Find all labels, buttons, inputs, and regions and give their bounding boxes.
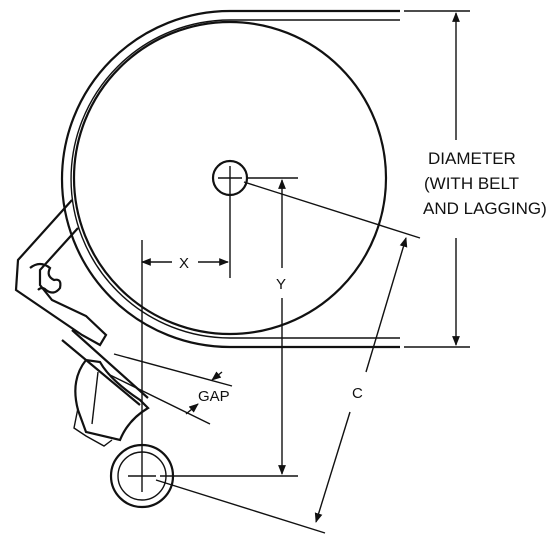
- bracket-hook: [29, 262, 62, 294]
- bracket-outline: [14, 199, 108, 347]
- gap-arrow-1: [211, 371, 223, 381]
- c-ext-bottom: [155, 479, 326, 534]
- cleaner-bracket: [14, 199, 150, 447]
- x-dimension: X: [141, 255, 229, 272]
- gap-indicator: GAP: [107, 353, 233, 425]
- diameter-label-line2: (WITH BELT: [424, 174, 519, 193]
- c-ext-top: [243, 181, 421, 239]
- head-pulley: [60, 9, 400, 349]
- scraper-blade: [74, 358, 150, 442]
- x-label: X: [179, 255, 189, 272]
- gap-arrow-2: [185, 403, 199, 415]
- belt-outer: [60, 9, 400, 349]
- c-dim-top: [365, 237, 408, 373]
- diameter-label-line3: AND LAGGING): [423, 199, 547, 218]
- scraper-mount: [73, 407, 113, 447]
- gap-line-1: [113, 353, 233, 387]
- gap-label: GAP: [198, 388, 230, 405]
- c-label: C: [352, 385, 363, 402]
- pulley-drum: [72, 20, 388, 336]
- bracket-arm-1: [61, 339, 141, 406]
- c-dimension: C: [155, 181, 421, 534]
- y-label: Y: [276, 276, 286, 293]
- diameter-dimension: DIAMETER (WITH BELT AND LAGGING): [404, 10, 547, 348]
- belt-inner: [70, 19, 400, 339]
- y-dimension: Y: [160, 177, 298, 477]
- gap-line-2: [107, 373, 211, 425]
- scraper-line: [91, 371, 99, 425]
- diameter-label-line1: DIAMETER: [428, 149, 516, 168]
- c-dim-bottom: [314, 411, 351, 523]
